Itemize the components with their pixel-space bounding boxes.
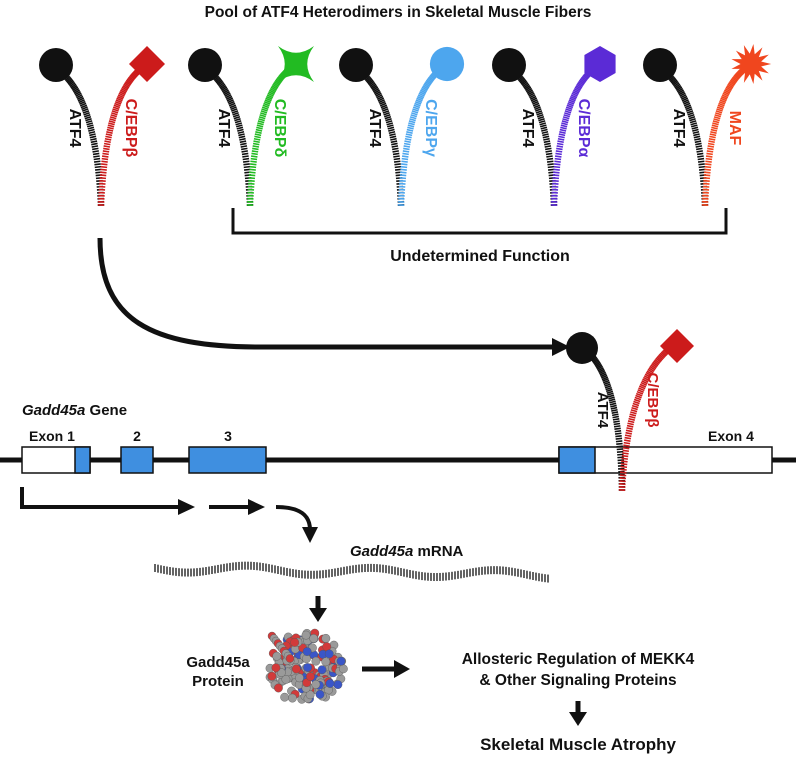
exon-3-box bbox=[188, 446, 267, 474]
mrna-strand bbox=[154, 561, 549, 583]
protein-structure-icon bbox=[265, 628, 348, 704]
bound-partner-label: C/EBPβ bbox=[644, 373, 661, 428]
outcome-label: Skeletal Muscle Atrophy bbox=[480, 735, 676, 754]
exon-3-label: 3 bbox=[224, 428, 232, 444]
bound-atf4-head bbox=[566, 332, 598, 364]
regulation-line1: Allosteric Regulation of MEKK4 bbox=[462, 651, 695, 668]
atf4-label: ATF4 bbox=[215, 109, 232, 148]
heterodimer-5: ATF4 MAF bbox=[643, 43, 772, 206]
binding-arrowhead bbox=[552, 338, 570, 356]
atf4-head bbox=[339, 48, 373, 82]
mrna-label: Gadd45a mRNA bbox=[350, 543, 464, 560]
translation-arrowhead bbox=[309, 608, 327, 622]
regulation-arrowhead bbox=[394, 660, 410, 678]
regulation-line2: & Other Signaling Proteins bbox=[479, 672, 676, 689]
undetermined-bracket bbox=[231, 208, 728, 235]
atf4-label: ATF4 bbox=[670, 109, 687, 148]
bound-partner-head bbox=[660, 329, 694, 363]
diagram-title: Pool of ATF4 Heterodimers in Skeletal Mu… bbox=[205, 4, 592, 21]
heterodimer-2: ATF4 C/EBPδ bbox=[188, 46, 314, 206]
atf4-label: ATF4 bbox=[366, 109, 383, 148]
binding-arrow bbox=[97, 237, 556, 350]
partner-head bbox=[129, 46, 165, 82]
atf4-head bbox=[492, 48, 526, 82]
atf4-label: ATF4 bbox=[66, 109, 83, 148]
protein-label-line2: Protein bbox=[192, 673, 244, 690]
atf4-label: ATF4 bbox=[519, 109, 536, 148]
partner-head bbox=[584, 46, 616, 82]
partner-label: C/EBPα bbox=[575, 99, 592, 158]
exon-1-coding bbox=[74, 446, 91, 474]
gene-label: Gadd45a Gene bbox=[22, 402, 127, 419]
partner-head bbox=[731, 43, 772, 85]
partner-label: C/EBPδ bbox=[271, 99, 288, 158]
exon-4-label: Exon 4 bbox=[708, 428, 754, 444]
heterodimer-4: ATF4 C/EBPα bbox=[492, 46, 616, 206]
transcription-middle-arrowhead bbox=[248, 499, 265, 515]
atf4-head bbox=[39, 48, 73, 82]
heterodimer-pool: ATF4 C/EBPβ ATF4 C/EBPδ ATF4 C/EBPγ ATF4 C/EBPα… bbox=[39, 43, 772, 206]
partner-label: C/EBPγ bbox=[422, 99, 439, 157]
bound-atf4-label: ATF4 bbox=[594, 392, 611, 429]
heterodimer-1: ATF4 C/EBPβ bbox=[39, 46, 165, 206]
transcription-curve-arrowhead bbox=[302, 527, 318, 543]
transcription-curve-arrow bbox=[275, 505, 312, 531]
transcription-start-arrow bbox=[20, 487, 182, 509]
partner-label: C/EBPβ bbox=[122, 99, 139, 158]
exon-1-label: Exon 1 bbox=[29, 428, 75, 444]
partner-label: MAF bbox=[726, 111, 743, 146]
partner-head bbox=[429, 46, 465, 82]
bound-heterodimer: ATF4 C/EBPβ bbox=[566, 329, 694, 491]
transcription-start-arrowhead bbox=[178, 499, 195, 515]
atrophy-arrowhead bbox=[569, 712, 587, 726]
exon-4-coding bbox=[558, 446, 596, 474]
undetermined-label: Undetermined Function bbox=[390, 248, 570, 265]
heterodimer-3: ATF4 C/EBPγ bbox=[339, 46, 465, 206]
atf4-head bbox=[643, 48, 677, 82]
partner-head bbox=[278, 46, 314, 82]
exon-2-label: 2 bbox=[133, 428, 141, 444]
exon-2-box bbox=[120, 446, 154, 474]
protein-label-line1: Gadd45a bbox=[186, 654, 250, 671]
atf4-head bbox=[188, 48, 222, 82]
